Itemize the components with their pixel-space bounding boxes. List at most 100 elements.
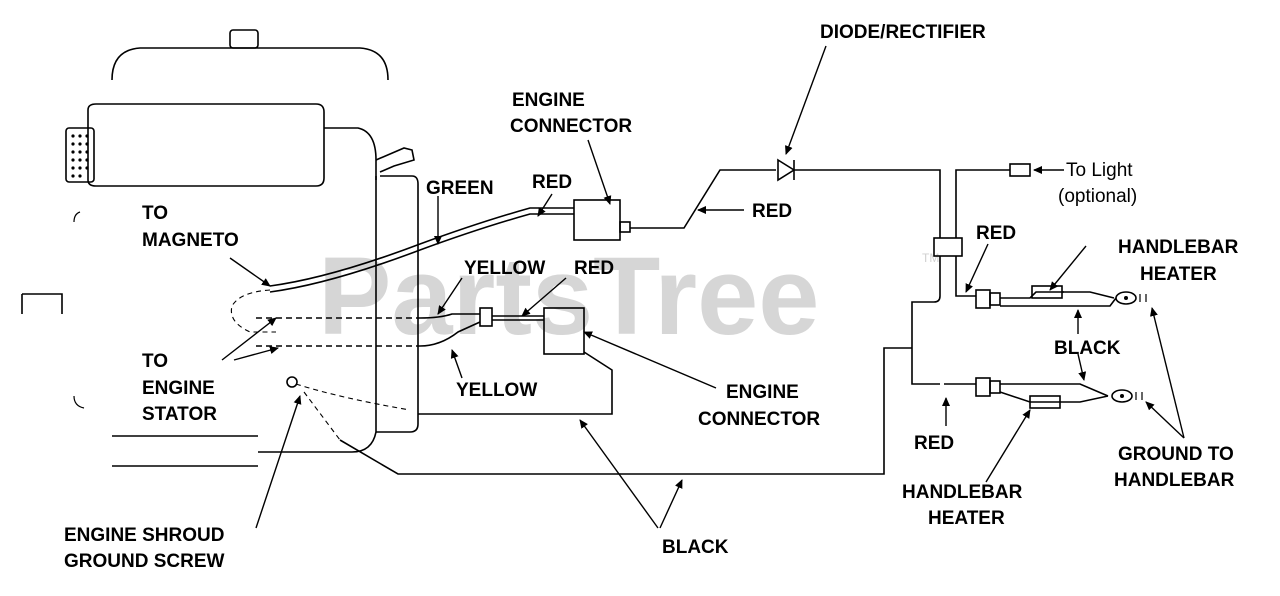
- label-to-engine-stator-2: ENGINE: [142, 378, 215, 399]
- engine-block-top: [324, 127, 377, 180]
- label-handlebar-heater-bottom-2: HEATER: [928, 508, 1005, 529]
- harness-junction: [933, 237, 963, 257]
- label-to-light-1: To Light: [1066, 160, 1133, 181]
- wire-black-main: [339, 347, 912, 475]
- arrow-engine-connector-bottom: [583, 331, 717, 389]
- label-engine-connector-bottom-1: ENGINE: [726, 382, 799, 403]
- label-yellow-bottom: YELLOW: [456, 380, 537, 401]
- ground-dashed-wire: [295, 383, 411, 411]
- connector-bottom: [975, 377, 991, 397]
- label-handlebar-heater-top-1: HANDLEBAR: [1118, 237, 1239, 258]
- arrow-stator-2: [233, 346, 279, 361]
- label-red-right-bottom: RED: [914, 433, 954, 454]
- wire-green-upper: [269, 207, 574, 287]
- engine: [21, 29, 419, 467]
- label-to-engine-stator-1: TO: [142, 351, 168, 372]
- ground-mark-bottom: [1135, 392, 1143, 400]
- label-ground-to-handlebar-1: GROUND TO: [1118, 444, 1234, 465]
- wire-red-to-diode: [630, 169, 776, 229]
- ring-terminal-top: [1115, 291, 1137, 305]
- wire-to-light: [955, 169, 1010, 238]
- arrow-black-2: [659, 479, 683, 529]
- arrow-ground-screw: [255, 395, 302, 529]
- label-black-right: BLACK: [1054, 338, 1121, 359]
- connector-top-tip: [989, 292, 1001, 306]
- arrow-red-top: [537, 193, 553, 217]
- engine-base: [258, 431, 377, 453]
- engine-left-bracket: [21, 293, 63, 314]
- arrow-stator-1: [221, 317, 277, 361]
- arrow-red-yellow: [521, 277, 567, 317]
- label-to-light-2: (optional): [1058, 186, 1137, 207]
- watermark-trademark: TM: [922, 251, 939, 265]
- wire-black-bottom: [1000, 383, 1109, 397]
- harness-loop: [911, 256, 941, 385]
- label-black-bottom: BLACK: [662, 537, 729, 558]
- label-ground-to-handlebar-2: HANDLEBAR: [1114, 470, 1235, 491]
- wire-heater-top: [1000, 291, 1064, 299]
- ring-terminal-bottom: [1111, 389, 1133, 403]
- arrow-ground-2: [1145, 401, 1185, 439]
- connector-bottom-tip: [989, 380, 1001, 394]
- watermark: PartsTree: [318, 235, 819, 358]
- ground-dashed-wire-2: [303, 391, 341, 441]
- wire-diode-to-harness: [794, 169, 941, 238]
- label-yellow-top: YELLOW: [464, 258, 545, 279]
- arrow-heater-bottom: [985, 409, 1031, 483]
- ground-screw: [286, 376, 298, 388]
- engine-grille: [65, 127, 95, 183]
- ground-mark-top: [1139, 294, 1147, 302]
- label-red-mid: RED: [752, 201, 792, 222]
- label-to-engine-stator-3: STATOR: [142, 404, 217, 425]
- inline-connector: [479, 307, 493, 327]
- wire-yellow-1: [419, 313, 480, 319]
- arrow-engine-connector-top: [587, 139, 612, 205]
- label-engine-connector-top-1: ENGINE: [512, 90, 585, 111]
- label-green: GREEN: [426, 178, 494, 199]
- arrow-yellow-top: [437, 277, 463, 315]
- label-handlebar-heater-bottom-1: HANDLEBAR: [902, 482, 1023, 503]
- engine-connector-upper: [573, 199, 621, 241]
- arrow-diode: [785, 45, 827, 155]
- arrow-yellow-bottom: [450, 349, 463, 379]
- wire-heater-top-2: [1062, 291, 1115, 299]
- arrow-magneto: [229, 257, 271, 287]
- wire-green-lower: [269, 213, 574, 293]
- engine-tank: [87, 103, 325, 187]
- engine-connector-lower: [543, 307, 585, 355]
- engine-top-outline: [111, 47, 389, 81]
- wire-black-top: [1000, 297, 1117, 307]
- diode-rectifier: [777, 158, 796, 182]
- light-connector: [1009, 163, 1031, 177]
- arrow-heater-top: [1049, 245, 1087, 291]
- label-engine-shroud-1: ENGINE SHROUD: [64, 525, 224, 546]
- heater-element-bottom: [1029, 395, 1061, 409]
- wire-black-lower-loop: [418, 351, 613, 415]
- label-engine-shroud-2: GROUND SCREW: [64, 551, 225, 572]
- label-engine-connector-bottom-2: CONNECTOR: [698, 409, 820, 430]
- arrow-ground-1: [1150, 307, 1185, 439]
- wire-yellow-2: [419, 321, 481, 347]
- engine-left-arc-bottom: [73, 395, 85, 409]
- engine-lever: [375, 147, 415, 173]
- label-red-right-top: RED: [976, 223, 1016, 244]
- wire-heater-bottom: [999, 391, 1109, 403]
- engine-left-arc-top: [73, 211, 81, 223]
- wire-magneto-loop: [230, 289, 276, 333]
- harness-red-top: [955, 256, 976, 297]
- engine-connector-upper-tip: [619, 221, 631, 233]
- engine-shroud-right: [376, 175, 419, 433]
- engine-grille-dots: [71, 134, 89, 178]
- arrow-red-right-top: [965, 243, 989, 293]
- label-to-magneto-2: MAGNETO: [142, 230, 239, 251]
- label-diode-rectifier: DIODE/RECTIFIER: [820, 22, 986, 43]
- label-red-yellow: RED: [574, 258, 614, 279]
- label-handlebar-heater-top-2: HEATER: [1140, 264, 1217, 285]
- arrow-black-right-2: [1077, 353, 1087, 381]
- arrow-black-1: [579, 419, 659, 529]
- label-engine-connector-top-2: CONNECTOR: [510, 116, 632, 137]
- label-to-magneto-1: TO: [142, 203, 168, 224]
- engine-top-cap: [229, 29, 259, 49]
- label-red-top: RED: [532, 172, 572, 193]
